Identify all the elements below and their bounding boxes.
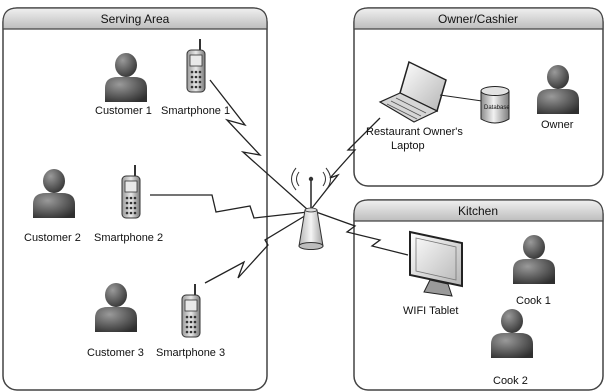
wireless-link-smartphone-1 <box>209 79 309 211</box>
smartphone-2-label: Smartphone 2 <box>94 232 163 244</box>
serving-area-title: Serving Area <box>101 12 170 26</box>
database-icon: Database <box>480 86 510 124</box>
wireless-link-laptop <box>311 117 381 209</box>
kitchen-area: Kitchen <box>353 199 604 391</box>
kitchen-area-title: Kitchen <box>458 204 498 218</box>
owner-label: Owner <box>541 119 574 131</box>
cook-2-label: Cook 2 <box>493 375 528 387</box>
owner-cashier-area: Owner/Cashier <box>353 7 604 187</box>
database-label: Database <box>484 105 510 111</box>
customer-1-label: Customer 1 <box>95 105 152 117</box>
owner-cashier-area-title: Owner/Cashier <box>438 12 518 26</box>
wifi-tablet-label: WIFI Tablet <box>403 305 458 317</box>
cook-1-label: Cook 1 <box>516 295 551 307</box>
wireless-link-smartphone-3 <box>204 213 309 284</box>
wireless-link-smartphone-2 <box>150 194 309 219</box>
smartphone-1-label: Smartphone 1 <box>161 105 230 117</box>
smartphone-3-label: Smartphone 3 <box>156 347 225 359</box>
wifi-access-point <box>291 167 331 250</box>
wireless-link-tablet <box>315 211 409 256</box>
laptop-database-link <box>439 94 483 102</box>
customer-2-label: Customer 2 <box>24 232 81 244</box>
laptop-label-line-1: Restaurant Owner's <box>366 126 463 138</box>
customer-3-label: Customer 3 <box>87 347 144 359</box>
laptop-icon <box>378 60 447 123</box>
laptop-label-line-2: Laptop <box>391 140 425 152</box>
wifi-tablet-icon <box>409 230 463 297</box>
